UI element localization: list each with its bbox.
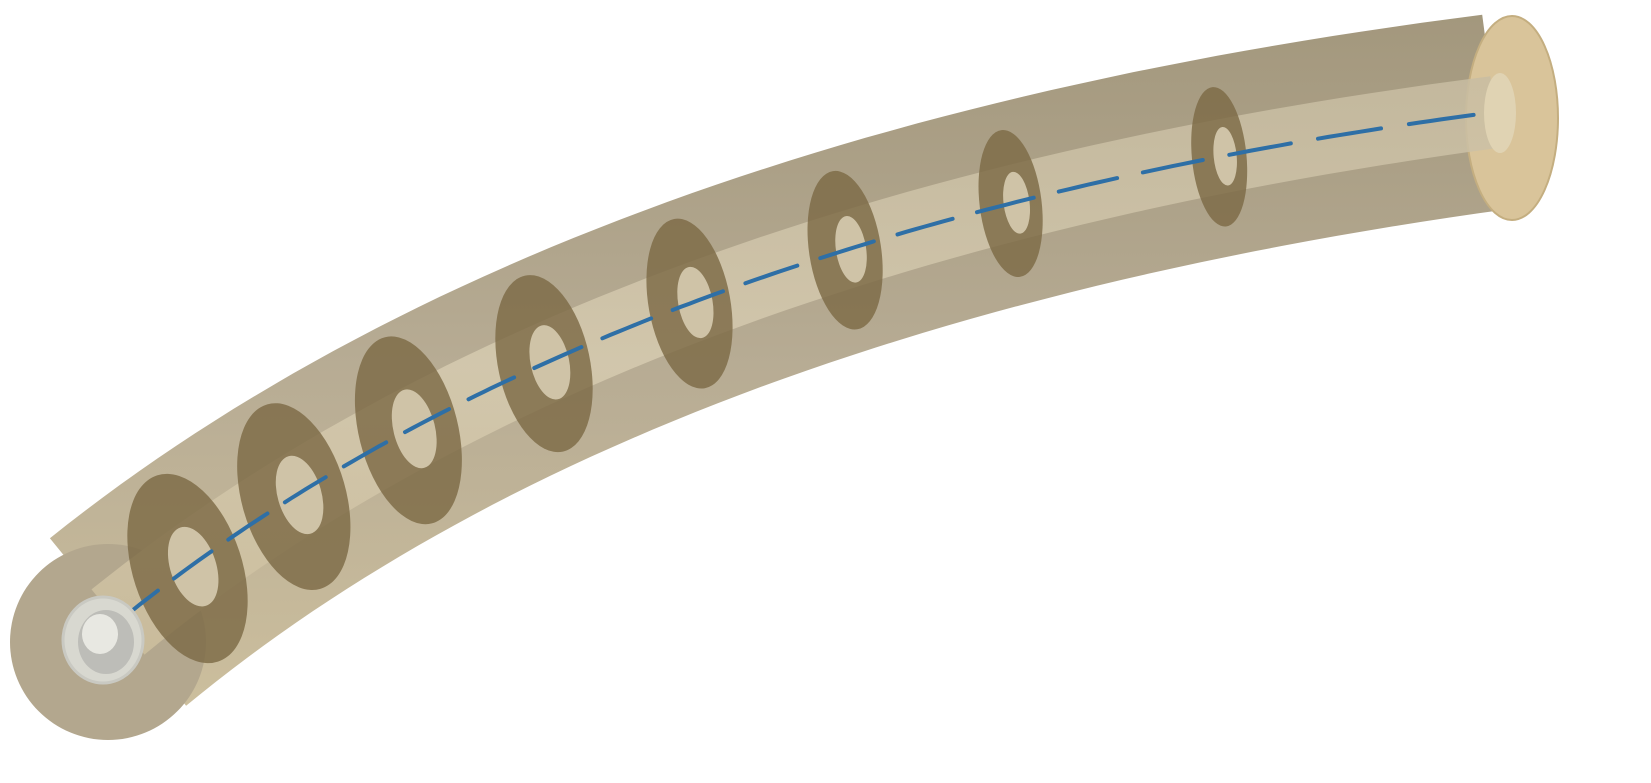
filament-segment	[171, 549, 214, 581]
filament-segment	[670, 289, 725, 312]
filament-segment	[532, 345, 584, 370]
filament-segment	[1056, 176, 1120, 194]
filament-segment	[818, 239, 876, 261]
filament-segment	[403, 407, 451, 435]
bore-highlight	[82, 614, 118, 654]
filament-group	[119, 112, 1476, 621]
inner-core-body	[91, 76, 1500, 655]
filament-segment	[1227, 141, 1293, 157]
filament-segment	[466, 375, 517, 402]
filament-segment	[341, 440, 389, 469]
inner-core	[91, 73, 1516, 655]
filament-segment	[1140, 158, 1205, 175]
filament-segment	[1406, 112, 1476, 127]
filament-segment	[975, 195, 1036, 215]
inner-core-far-end	[1484, 73, 1516, 153]
filament-segment	[600, 316, 654, 341]
filament-segment	[743, 263, 800, 286]
filament-segment	[226, 511, 270, 542]
end-cap-group	[61, 595, 145, 685]
ring-core-section	[1213, 126, 1237, 186]
filament-segment	[1316, 126, 1383, 141]
filament-segment	[895, 216, 955, 237]
filament-segment	[282, 475, 328, 505]
